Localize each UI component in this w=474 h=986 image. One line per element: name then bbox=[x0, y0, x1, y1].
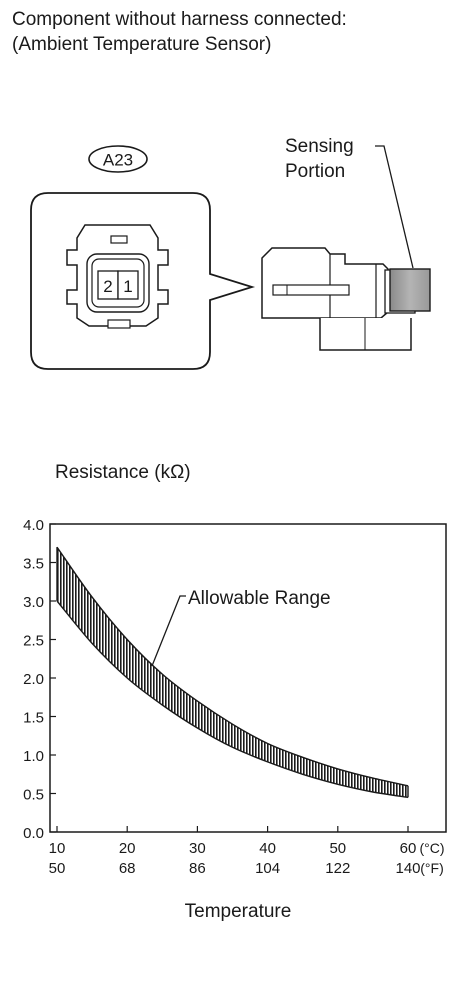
x-tick-label-c: 40 bbox=[259, 840, 276, 857]
x-tick-label-c: 20 bbox=[119, 840, 136, 857]
x-tick-label-f: 122 bbox=[325, 860, 350, 877]
x-tick-label-f: 86 bbox=[189, 860, 206, 877]
y-tick-label: 2.0 bbox=[23, 671, 44, 688]
y-tick-label: 1.5 bbox=[23, 710, 44, 727]
pin-2-label: 2 bbox=[103, 277, 112, 296]
x-tick-label-c: 10 bbox=[49, 840, 66, 857]
upper-limit-line bbox=[56, 546, 409, 787]
pin-1-label: 1 bbox=[123, 277, 132, 296]
connector-face: 2 1 bbox=[66, 224, 169, 329]
x-tick-label-f: 140 bbox=[395, 860, 420, 877]
sensing-label-line2: Portion bbox=[285, 161, 345, 182]
x-tick-label-c: 60 bbox=[400, 840, 417, 857]
connector-code-badge: A23 bbox=[88, 145, 148, 173]
x-tick-label-c: 30 bbox=[189, 840, 206, 857]
x-tick-label-c: 50 bbox=[329, 840, 346, 857]
sensor-side-view bbox=[261, 145, 431, 351]
connector-callout: 2 1 bbox=[30, 192, 256, 370]
y-tick-label: 3.0 bbox=[23, 594, 44, 611]
y-axis-label: Resistance (kΩ) bbox=[55, 462, 191, 483]
resistance-chart: Resistance (kΩ) 4.0 3.5 3.0 2.5 2.0 1.5 1.0 0.5… bbox=[23, 462, 447, 922]
sensing-leader-line bbox=[375, 145, 414, 269]
sensing-portion bbox=[389, 268, 431, 312]
x-tick-label-f: 104 bbox=[255, 860, 280, 877]
y-tick-label: 4.0 bbox=[23, 517, 44, 534]
x-unit-fahrenheit: (°F) bbox=[420, 860, 443, 876]
y-tick-label: 0.5 bbox=[23, 787, 44, 804]
y-tick-label: 1.0 bbox=[23, 748, 44, 765]
x-tick-label-f: 50 bbox=[49, 860, 66, 877]
lower-limit-line bbox=[56, 600, 409, 799]
allowable-range-layer bbox=[56, 546, 409, 799]
y-axis-ticks: 4.0 3.5 3.0 2.5 2.0 1.5 1.0 0.5 0.0 bbox=[23, 517, 56, 842]
x-axis-label: Temperature bbox=[185, 901, 292, 922]
y-tick-label: 0.0 bbox=[23, 825, 44, 842]
x-tick-label-f: 68 bbox=[119, 860, 136, 877]
x-unit-celsius: (°C) bbox=[419, 840, 444, 856]
diagram-title: Component without harness connected: bbox=[12, 9, 347, 30]
sensing-label-line1: Sensing bbox=[285, 136, 354, 157]
annotation-leader-line bbox=[151, 595, 186, 667]
x-axis-ticks: 10 50 20 68 30 86 40 104 50 122 60 140 bbox=[49, 826, 421, 877]
allowable-range-label: Allowable Range bbox=[188, 588, 331, 609]
y-tick-label: 3.5 bbox=[23, 556, 44, 573]
connector-code-label: A23 bbox=[103, 151, 133, 170]
diagram-subtitle: (Ambient Temperature Sensor) bbox=[12, 34, 272, 55]
y-tick-label: 2.5 bbox=[23, 633, 44, 650]
